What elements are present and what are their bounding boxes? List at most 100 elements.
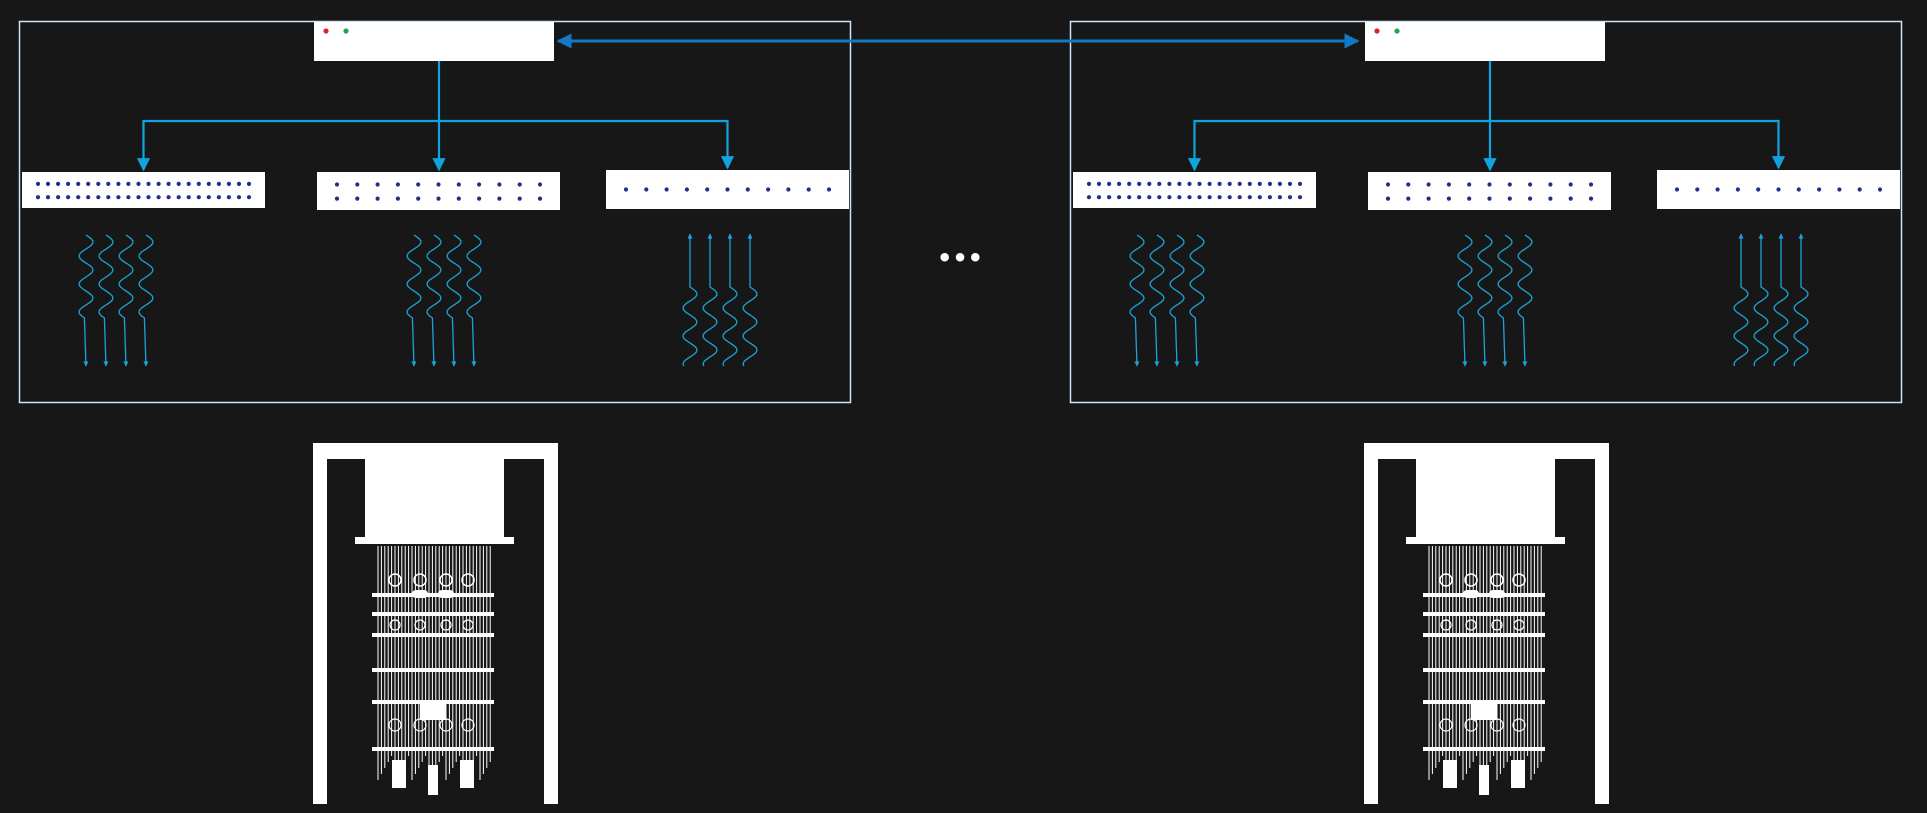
- port-dot: [1406, 182, 1411, 187]
- port-dot: [1277, 195, 1282, 200]
- component-block: [438, 590, 454, 598]
- port-dot: [766, 187, 771, 192]
- cooling-stage-plate: [1423, 593, 1545, 597]
- port-dot: [477, 182, 482, 187]
- frame-top-bar: [1364, 443, 1609, 459]
- port-dot: [96, 181, 101, 186]
- port-dot: [66, 181, 71, 186]
- port-dot: [1257, 195, 1262, 200]
- signal-wave-up: [1793, 233, 1809, 367]
- port-dot: [86, 195, 91, 200]
- port-dot: [826, 187, 832, 192]
- port-dot: [1776, 187, 1781, 192]
- port-dot: [1674, 187, 1680, 192]
- coil-loop: [461, 573, 475, 587]
- port-dot: [477, 196, 482, 201]
- port-dot: [206, 195, 211, 200]
- port-dot: [136, 195, 141, 200]
- signal-wave-down: [138, 234, 154, 367]
- signal-wave-up: [1753, 233, 1769, 367]
- cold-finger: [1443, 760, 1457, 788]
- signal-wave-down: [98, 234, 114, 367]
- signal-wave-up: [702, 233, 718, 367]
- signal-wave-down: [78, 234, 94, 367]
- port-dot: [45, 195, 51, 200]
- port-dot: [537, 182, 543, 187]
- coil-loop: [1491, 619, 1503, 631]
- port-dot: [1086, 181, 1092, 186]
- signal-wave-up: [1773, 233, 1789, 367]
- port-dot: [705, 187, 710, 192]
- port-dot: [1568, 196, 1573, 201]
- cooling-stage-plate: [1423, 668, 1545, 672]
- port-dot: [1227, 181, 1232, 186]
- component-block: [1463, 590, 1479, 598]
- port-dot: [66, 195, 71, 200]
- coil-loop: [1439, 718, 1453, 732]
- port-dot: [1715, 187, 1720, 192]
- port-dot: [1406, 196, 1411, 201]
- port-dot: [1177, 181, 1182, 186]
- port-dot: [1548, 196, 1553, 201]
- port-dot: [1507, 196, 1512, 201]
- top-plate-housing: [365, 459, 504, 538]
- coil-loop: [389, 619, 401, 631]
- dilution-refrigerator-icon: [1364, 443, 1609, 804]
- port-dot: [1267, 195, 1272, 200]
- port-dot: [1237, 195, 1242, 200]
- port-dot: [126, 195, 131, 200]
- rack-card-icon: [22, 172, 265, 208]
- port-dot: [1487, 182, 1492, 187]
- signal-wave-down-icon: [1129, 234, 1205, 367]
- port-dot: [1247, 195, 1252, 200]
- port-dot: [1588, 196, 1594, 201]
- port-dot: [1187, 195, 1192, 200]
- port-dot: [1487, 196, 1492, 201]
- port-dot: [1257, 181, 1262, 186]
- signal-wave-down: [446, 234, 462, 367]
- port-dot: [1548, 182, 1553, 187]
- controller-body: [314, 22, 554, 61]
- port-dot: [1167, 195, 1172, 200]
- port-dot: [517, 196, 522, 201]
- led-green-indicator: [1394, 28, 1400, 34]
- port-dot: [1756, 187, 1761, 192]
- dilution-refrigerator-icon: [313, 443, 558, 804]
- signal-wave-down: [426, 234, 442, 367]
- port-dot: [456, 196, 461, 201]
- port-dot: [334, 182, 340, 187]
- cold-finger: [1511, 760, 1525, 788]
- signal-wave-down-icon: [406, 234, 482, 367]
- coil-loop: [1465, 619, 1477, 631]
- port-dot: [1147, 181, 1152, 186]
- port-dot: [1237, 181, 1242, 186]
- cooling-stage-plate: [1423, 612, 1545, 616]
- port-dot: [146, 181, 151, 186]
- port-dot: [334, 196, 340, 201]
- port-dot: [1695, 187, 1700, 192]
- signal-wave-down: [1517, 234, 1533, 367]
- signal-wave-down: [466, 234, 482, 367]
- port-dot: [1107, 195, 1112, 200]
- port-dot: [1096, 181, 1102, 186]
- port-dot: [76, 195, 81, 200]
- signal-wave-down: [1129, 234, 1145, 367]
- coil-loop: [388, 718, 402, 732]
- rack-card-icon: [1073, 172, 1316, 208]
- port-dot: [1796, 187, 1801, 192]
- signal-wave-up: [1733, 233, 1749, 367]
- port-dot: [1297, 195, 1303, 200]
- frame-left-post: [313, 443, 327, 804]
- port-dot: [1127, 181, 1132, 186]
- port-dot: [1426, 182, 1431, 187]
- frame-right-post: [1595, 443, 1609, 804]
- port-dot: [96, 195, 101, 200]
- module-frame: [1069, 20, 1903, 404]
- frame-top-bar: [313, 443, 558, 459]
- signal-wave-up: [722, 233, 738, 367]
- port-dot: [416, 196, 421, 201]
- port-dot: [1096, 195, 1102, 200]
- port-dot: [156, 181, 161, 186]
- port-dot: [355, 196, 360, 201]
- card-body: [317, 172, 560, 210]
